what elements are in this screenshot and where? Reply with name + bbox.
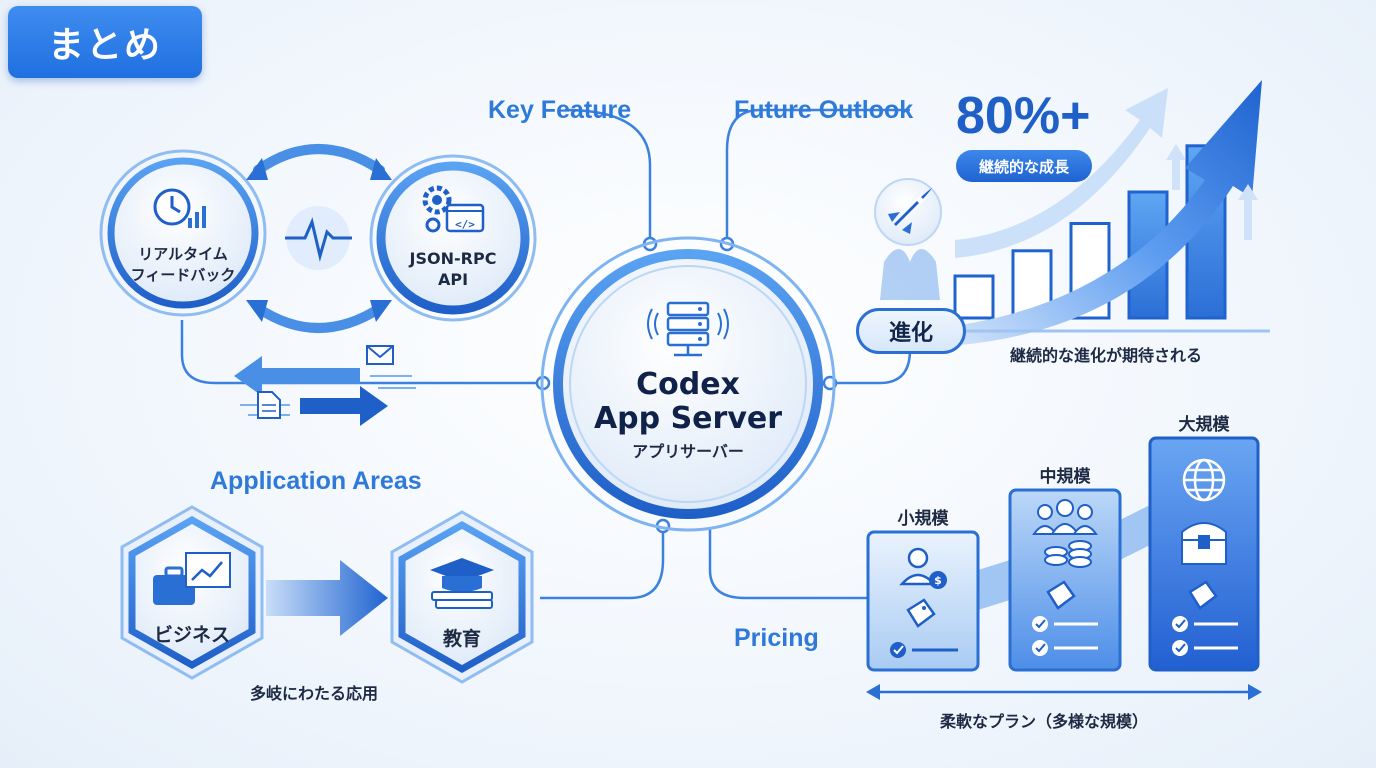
evolution-label: 進化 bbox=[856, 308, 966, 354]
gear-icon bbox=[422, 185, 452, 233]
briefcase-icon bbox=[153, 552, 231, 605]
sync-arrows bbox=[253, 144, 385, 333]
svg-text:$: $ bbox=[934, 574, 942, 587]
price-tag-icon bbox=[906, 598, 936, 628]
growth-percent: 80%+ bbox=[956, 87, 1091, 145]
rocket-icon bbox=[874, 178, 942, 300]
center-title-line1: Codex bbox=[636, 367, 740, 402]
realtime-feedback-label: リアルタイム フィードバック bbox=[113, 244, 253, 286]
growth-badge: 継続的な成長 bbox=[956, 150, 1092, 182]
section-key-feature: Key Feature bbox=[488, 96, 632, 124]
business-node bbox=[120, 505, 264, 680]
center-node bbox=[540, 236, 836, 532]
coins-icon bbox=[1044, 540, 1092, 568]
globe-icon bbox=[1182, 458, 1226, 502]
api-label-line2: API bbox=[437, 270, 469, 289]
sync-arrowheads bbox=[246, 158, 392, 322]
realtime-feedback-node bbox=[99, 149, 267, 317]
connector-lines bbox=[180, 108, 912, 600]
code-icon: </> bbox=[445, 203, 485, 233]
evolution-caption: 継続的な進化が期待される bbox=[1010, 346, 1203, 365]
heartbeat-icon bbox=[285, 206, 352, 270]
json-rpc-api-label: JSON-RPC API bbox=[388, 248, 518, 290]
business-to-education-arrow bbox=[266, 560, 388, 636]
server-icon bbox=[647, 301, 729, 357]
clock-icon bbox=[153, 188, 206, 228]
price-tag-icon bbox=[1046, 580, 1076, 610]
pricing-caption: 柔軟なプラン（多様な規模） bbox=[940, 712, 1149, 731]
up-arrows bbox=[1166, 144, 1258, 240]
education-node bbox=[390, 510, 534, 684]
pricing-card-large bbox=[1148, 436, 1260, 672]
api-label-line1: JSON-RPC bbox=[409, 249, 497, 268]
treasure-chest-icon bbox=[1181, 522, 1227, 565]
pricing-connector bbox=[978, 505, 1150, 610]
users-icon bbox=[1032, 499, 1098, 535]
user-coin-icon: $ bbox=[899, 547, 947, 589]
json-rpc-api-node: </> bbox=[369, 154, 537, 322]
realtime-label-line1: リアルタイム bbox=[138, 245, 228, 263]
section-application-areas: Application Areas bbox=[210, 467, 422, 495]
range-arrow bbox=[866, 684, 1262, 700]
section-pricing: Pricing bbox=[734, 624, 819, 652]
plan-large-label: 大規模 bbox=[1178, 415, 1230, 435]
graduation-cap-icon bbox=[430, 558, 494, 609]
center-subtitle: アプリサーバー bbox=[632, 442, 744, 461]
growth-arrow bbox=[960, 80, 1262, 345]
pricing-card-medium bbox=[1008, 488, 1122, 672]
document-icon bbox=[257, 391, 281, 419]
plan-small-label: 小規模 bbox=[897, 509, 949, 529]
applications-caption: 多岐にわたる応用 bbox=[250, 684, 379, 703]
growth-bar-1 bbox=[953, 274, 995, 320]
center-title: Codex App Server bbox=[588, 368, 788, 436]
check-icon bbox=[1032, 616, 1098, 656]
check-icon bbox=[890, 642, 958, 658]
check-icon bbox=[1172, 616, 1238, 656]
center-title-line2: App Server bbox=[593, 401, 783, 436]
page-title: まとめ bbox=[8, 6, 202, 78]
education-label: 教育 bbox=[442, 628, 481, 650]
plan-medium-label: 中規模 bbox=[1039, 467, 1091, 487]
svg-text:</>: </> bbox=[455, 218, 475, 231]
price-tag-icon bbox=[1188, 580, 1218, 610]
realtime-label-line2: フィードバック bbox=[130, 266, 236, 284]
section-future-outlook: Future Outlook bbox=[734, 96, 914, 124]
business-label: ビジネス bbox=[153, 624, 230, 646]
mail-icon bbox=[366, 345, 394, 365]
growth-arrow-top bbox=[955, 88, 1168, 258]
pricing-card-small: $ bbox=[866, 530, 980, 672]
